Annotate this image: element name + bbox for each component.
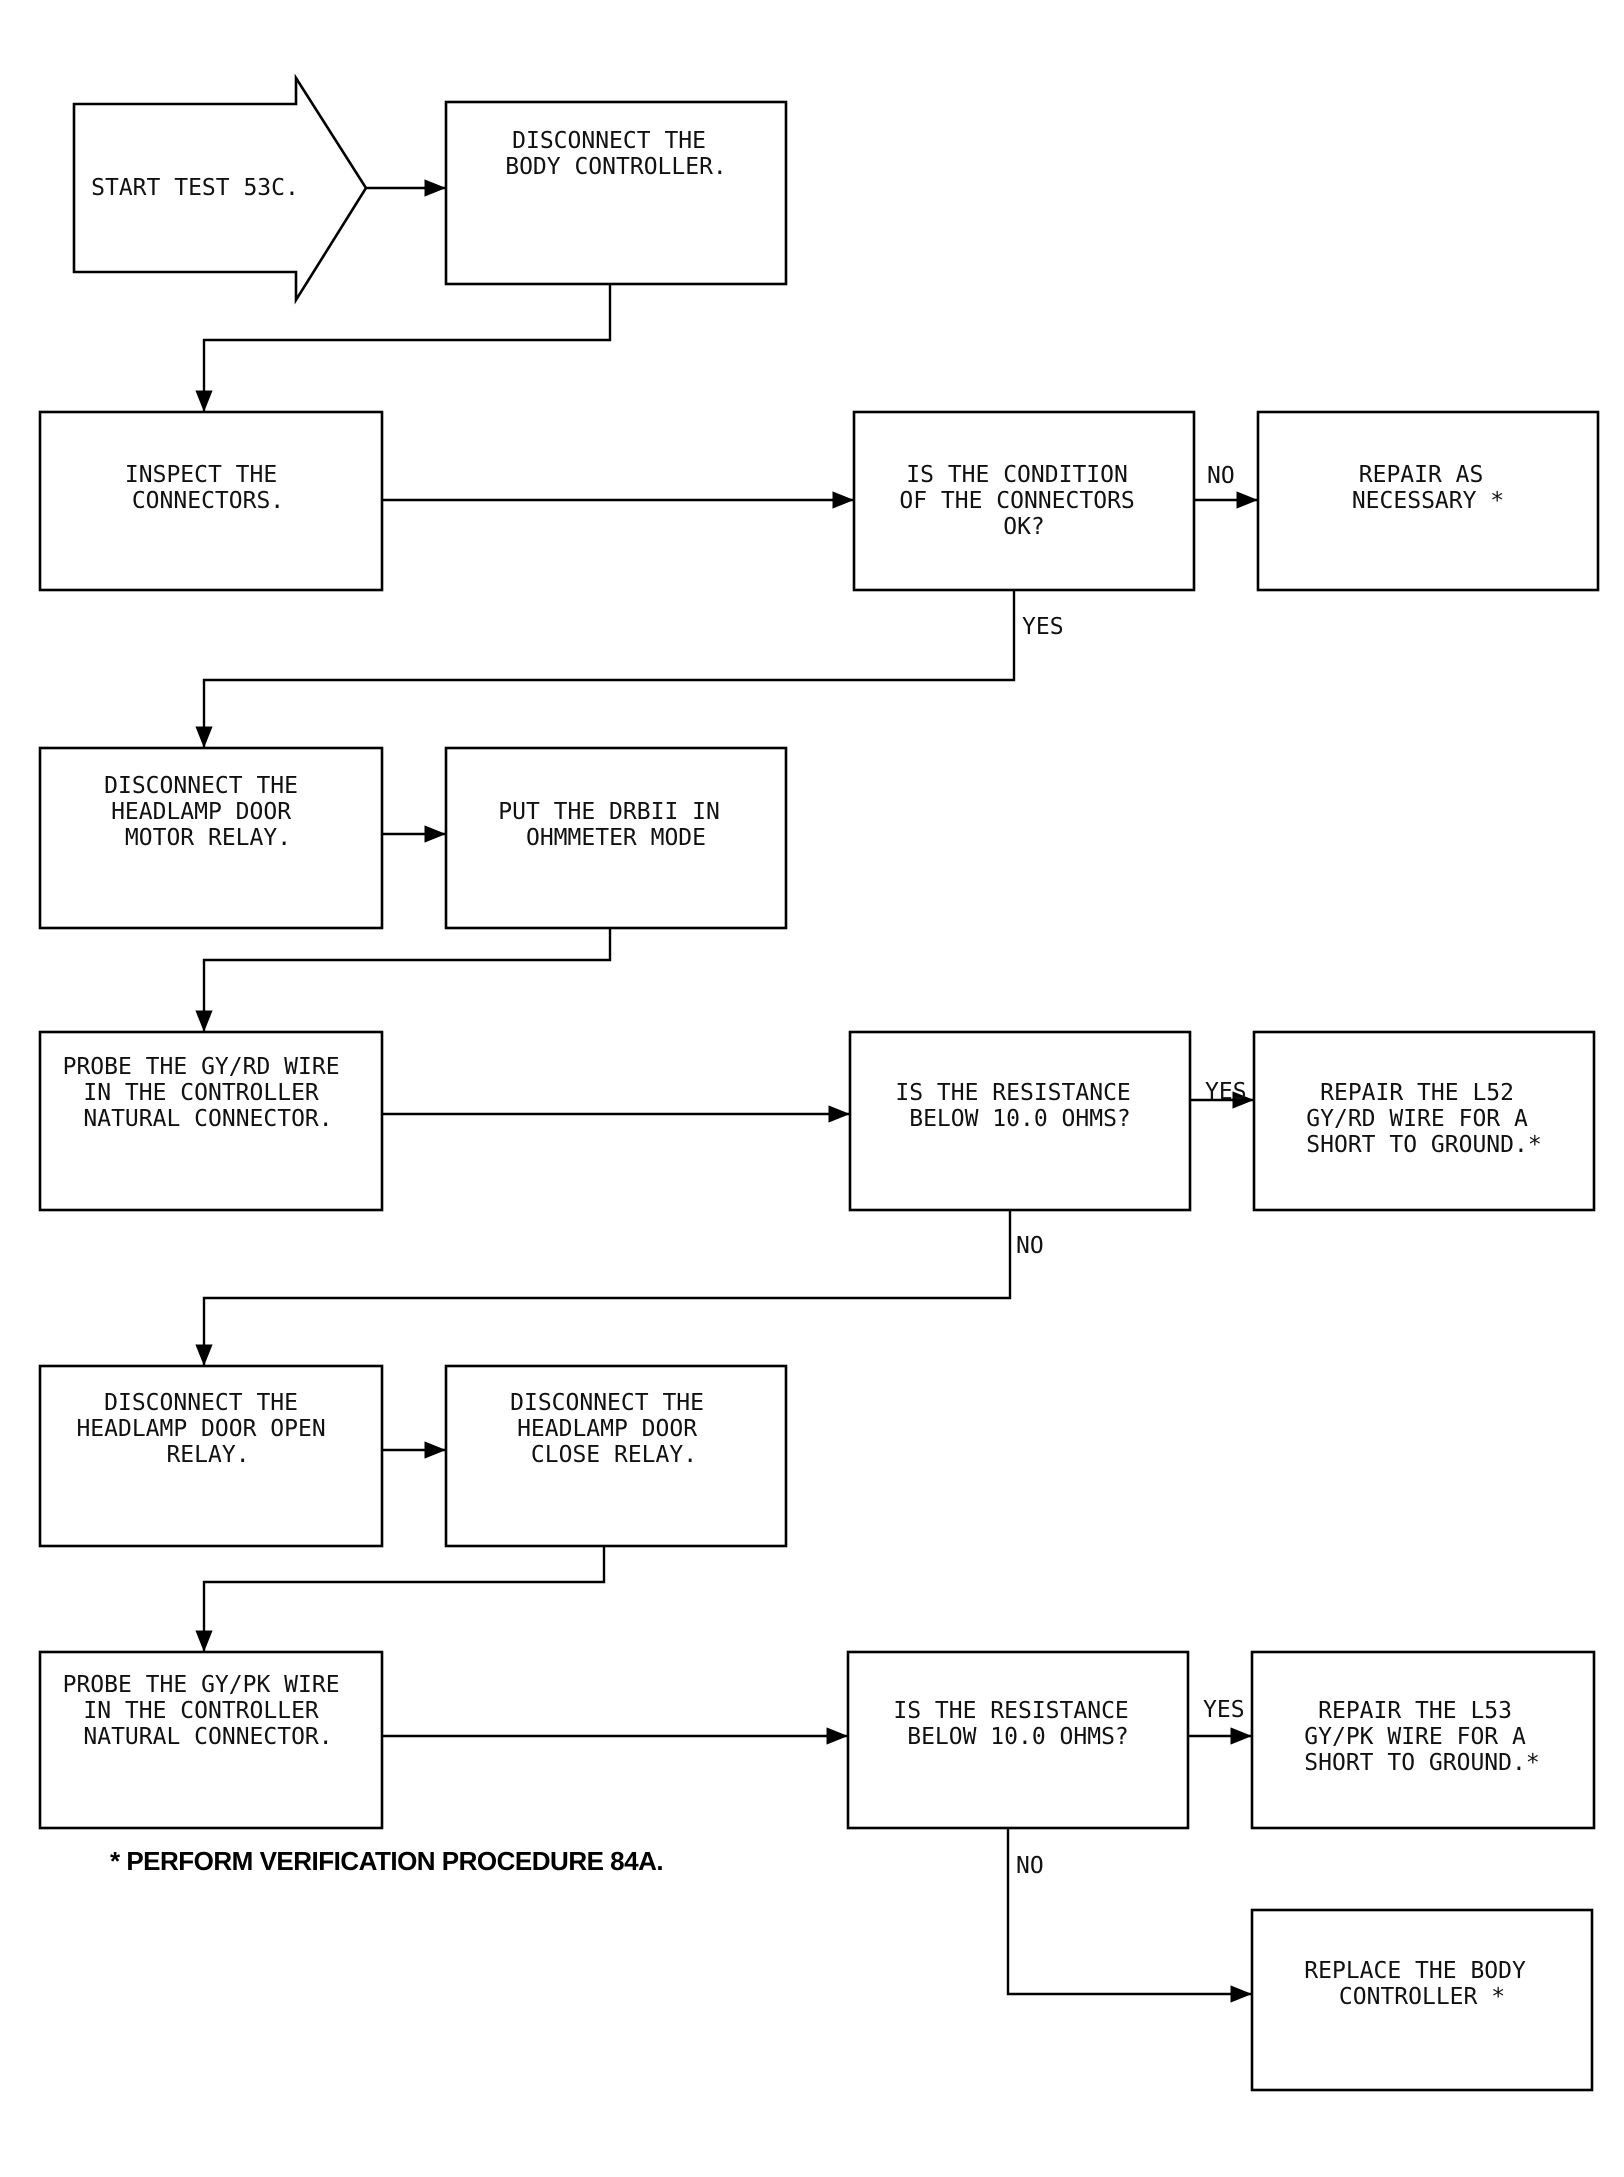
- box-replace-body-controller: REPLACE THE BODY CONTROLLER *: [1250, 1908, 1594, 2092]
- footnote: * PERFORM VERIFICATION PROCEDURE 84A.: [110, 1846, 664, 1876]
- box-repair-gy-rd: REPAIR THE L52 GY/RD WIRE FOR A SHORT TO…: [1252, 1030, 1596, 1212]
- box-disconnect-close-relay: DISCONNECT THE HEADLAMP DOOR CLOSE RELAY…: [444, 1364, 788, 1548]
- start-text: START TEST 53C.: [91, 175, 299, 201]
- svg-text:DISCONNECT THE BODY CONT: DISCONNECT THE BODY CONTROLLER.: [505, 128, 727, 180]
- label-yes-2: YES: [1205, 1079, 1247, 1105]
- box-probe-gy-rd: PROBE THE GY/RD WIRE IN THE CONTROLLER N…: [38, 1030, 384, 1212]
- edge-condition-yes: [195, 590, 1016, 748]
- label-no-3: NO: [1016, 1853, 1044, 1879]
- box-disconnect-motor-relay: DISCONNECT THE HEADLAMP DOOR MOTOR RELAY…: [38, 746, 384, 930]
- box-inspect-connectors: INSPECT THE CONNECTORS.: [38, 410, 384, 592]
- svg-text:PROBE THE GY/RD WIRE IN: PROBE THE GY/RD WIRE IN THE CONTROLLER N…: [63, 1054, 354, 1132]
- svg-text:INSPECT THE CONNECTORS.: INSPECT THE CONNECTORS.: [125, 462, 291, 514]
- svg-text:REPAIR AS NECESSARY *: REPAIR AS NECESSARY *: [1352, 462, 1504, 514]
- box-repair-as-necessary: REPAIR AS NECESSARY *: [1256, 410, 1600, 592]
- svg-text:DISCONNECT THE HEADLAMP: DISCONNECT THE HEADLAMP DOOR MOTOR RELAY…: [104, 773, 312, 851]
- edge-close-to-probe-pk: [195, 1546, 606, 1652]
- decision-resistance-2: IS THE RESISTANCE BELOW 10.0 OHMS?: [846, 1650, 1190, 1830]
- svg-text:PROBE THE GY/PK WIRE IN: PROBE THE GY/PK WIRE IN THE CONTROLLER N…: [63, 1672, 354, 1750]
- edge-resistance2-no: [1006, 1828, 1252, 2003]
- svg-text:PUT THE DRBII IN OHMMETE: PUT THE DRBII IN OHMMETER MODE: [498, 799, 733, 851]
- edge-disconnect-to-inspect: [195, 284, 612, 412]
- box-disconnect-open-relay: DISCONNECT THE HEADLAMP DOOR OPEN RELAY.: [38, 1364, 384, 1548]
- connectors: [195, 179, 1258, 2003]
- label-yes-1: YES: [1022, 614, 1064, 640]
- label-yes-3: YES: [1203, 1697, 1245, 1723]
- start-arrow: START TEST 53C.: [72, 73, 368, 305]
- decision-condition-ok: IS THE CONDITION OF THE CONNECTORS OK?: [852, 410, 1196, 592]
- decision-resistance-1: IS THE RESISTANCE BELOW 10.0 OHMS?: [848, 1030, 1192, 1212]
- svg-text:REPAIR THE L53 GY/PK WIR: REPAIR THE L53 GY/PK WIRE FOR A SHORT TO…: [1304, 1698, 1539, 1776]
- label-no-2: NO: [1016, 1233, 1044, 1259]
- svg-text:IS THE CONDITION OF THE: IS THE CONDITION OF THE CONNECTORS OK?: [899, 462, 1148, 540]
- svg-text:REPLACE THE BODY CONTROL: REPLACE THE BODY CONTROLLER *: [1304, 1958, 1539, 2010]
- svg-text:DISCONNECT THE HEADLAMP: DISCONNECT THE HEADLAMP DOOR OPEN RELAY.: [76, 1390, 339, 1468]
- svg-text:IS THE RESISTANCE BELOW: IS THE RESISTANCE BELOW 10.0 OHMS?: [895, 1080, 1144, 1132]
- box-disconnect-body-controller: DISCONNECT THE BODY CONTROLLER.: [444, 100, 788, 286]
- label-no-1: NO: [1207, 463, 1235, 489]
- edge-drbii-to-probe-rd: [195, 928, 612, 1032]
- edge-resistance1-no: [195, 1210, 1012, 1366]
- svg-text:DISCONNECT THE HEADLAMP: DISCONNECT THE HEADLAMP DOOR CLOSE RELAY…: [510, 1390, 718, 1468]
- box-repair-gy-pk: REPAIR THE L53 GY/PK WIRE FOR A SHORT TO…: [1250, 1650, 1596, 1830]
- svg-text:IS THE RESISTANCE BELOW: IS THE RESISTANCE BELOW 10.0 OHMS?: [893, 1698, 1142, 1750]
- box-probe-gy-pk: PROBE THE GY/PK WIRE IN THE CONTROLLER N…: [38, 1650, 384, 1830]
- svg-text:REPAIR THE L52 GY/RD WIR: REPAIR THE L52 GY/RD WIRE FOR A SHORT TO…: [1306, 1080, 1541, 1158]
- box-put-drbii: PUT THE DRBII IN OHMMETER MODE: [444, 746, 788, 930]
